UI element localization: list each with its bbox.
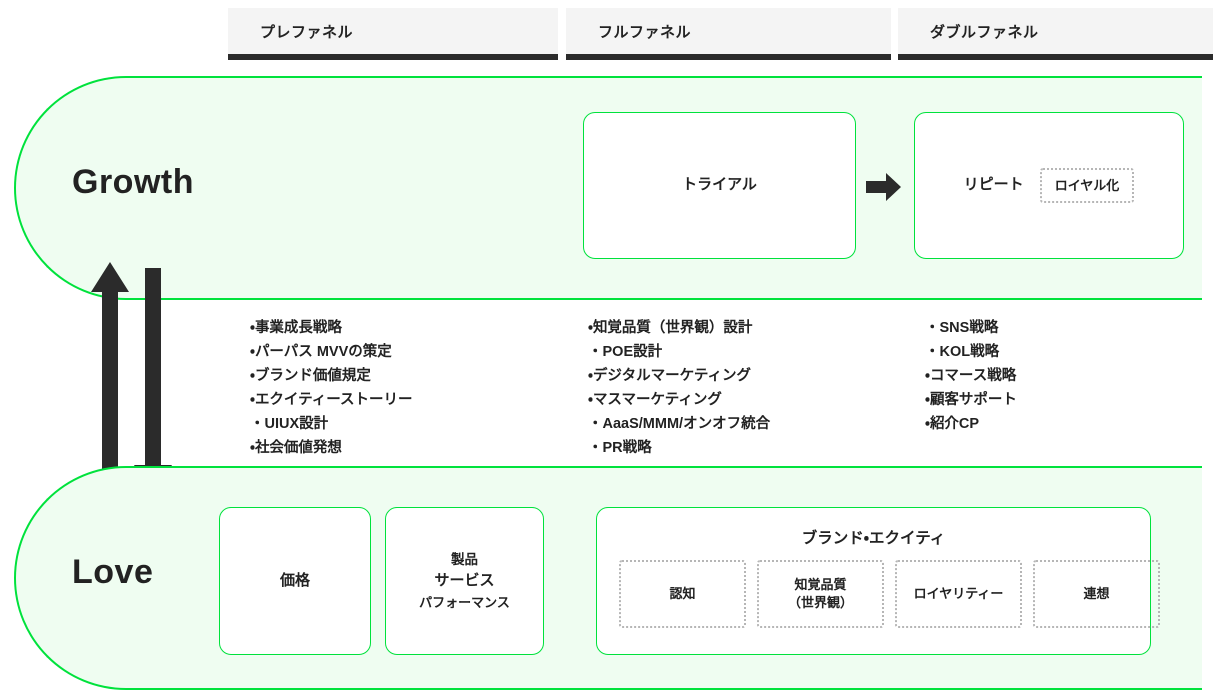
- bullet-item: 社会価値発想: [250, 436, 413, 460]
- chip-perceived-quality-line1: 知覚品質: [794, 577, 847, 593]
- tab-double-funnel-label: ダブルファネル: [930, 23, 1039, 41]
- growth-band-title: Growth: [72, 163, 194, 201]
- bullets-double-funnel: SNS戦略 KOL戦略 コマース戦略 顧客サポート 紹介CP: [925, 316, 1017, 436]
- chip-perceived-quality[interactable]: 知覚品質 （世界観）: [757, 560, 884, 628]
- bullet-item: コマース戦略: [925, 364, 1017, 388]
- card-product-line3: パフォーマンス: [419, 594, 510, 610]
- card-product-service[interactable]: 製品 サービス パフォーマンス: [385, 507, 544, 655]
- bullet-item: PR戦略: [588, 436, 770, 460]
- arrow-up-icon: [90, 262, 130, 500]
- bullet-item: KOL戦略: [925, 340, 1017, 364]
- bullet-item: 知覚品質（世界観）設計: [588, 316, 770, 340]
- tab-full-funnel-label: フルファネル: [598, 23, 692, 41]
- chip-loyalty-equity[interactable]: ロイヤリティー: [895, 560, 1022, 628]
- chip-association[interactable]: 連想: [1033, 560, 1160, 628]
- card-repeat-label: リピート: [963, 176, 1024, 194]
- bullet-item: POE設計: [588, 340, 770, 364]
- chip-loyalty[interactable]: ロイヤル化: [1039, 167, 1135, 204]
- card-repeat-row: リピート ロイヤル化: [963, 167, 1135, 204]
- love-band-title: Love: [72, 553, 154, 591]
- bullet-item: AaaS/MMM/オンオフ統合: [588, 412, 771, 436]
- card-price-label: 価格: [279, 571, 310, 589]
- bullet-item: マスマーケティング: [588, 388, 770, 412]
- chip-perceived-quality-line2: （世界観）: [787, 595, 853, 610]
- bullet-item: SNS戦略: [925, 316, 1017, 340]
- card-repeat[interactable]: リピート ロイヤル化: [914, 112, 1184, 259]
- bullet-item: エクイティーストーリー: [250, 388, 413, 412]
- bullets-full-funnel: 知覚品質（世界観）設計 POE設計 デジタルマーケティング マスマーケティング …: [588, 316, 770, 460]
- bullet-item: ブランド価値規定: [250, 364, 413, 388]
- tab-pre-funnel[interactable]: プレファネル: [228, 8, 558, 60]
- arrow-right-icon: [866, 172, 902, 207]
- card-trial-label: トライアル: [682, 176, 757, 194]
- arrow-down-icon: [133, 268, 173, 500]
- bullets-pre-funnel: 事業成長戦略 パーパス MVVの策定 ブランド価値規定 エクイティーストーリー …: [250, 316, 413, 460]
- tab-full-funnel[interactable]: フルファネル: [566, 8, 891, 60]
- card-brand-equity-title: ブランド・エクイティ: [801, 530, 946, 547]
- card-brand-equity: ブランド・エクイティ 認知 知覚品質 （世界観） ロイヤリティー 連想: [596, 507, 1160, 655]
- card-trial[interactable]: トライアル: [583, 112, 856, 259]
- bullet-item: 事業成長戦略: [250, 316, 413, 340]
- tab-pre-funnel-label: プレファネル: [260, 23, 354, 41]
- card-product-line2: サービス: [434, 572, 495, 590]
- card-price[interactable]: 価格: [219, 507, 371, 655]
- card-product-line1: 製品: [451, 551, 478, 567]
- bullet-item: 顧客サポート: [925, 388, 1017, 412]
- tab-double-funnel[interactable]: ダブルファネル: [898, 8, 1213, 60]
- chip-awareness[interactable]: 認知: [619, 560, 746, 628]
- bullet-item: UIUX設計: [250, 412, 413, 436]
- bullet-item: デジタルマーケティング: [588, 364, 770, 388]
- bullet-item: 紹介CP: [925, 412, 1017, 436]
- bullet-item: パーパス MVVの策定: [250, 340, 413, 364]
